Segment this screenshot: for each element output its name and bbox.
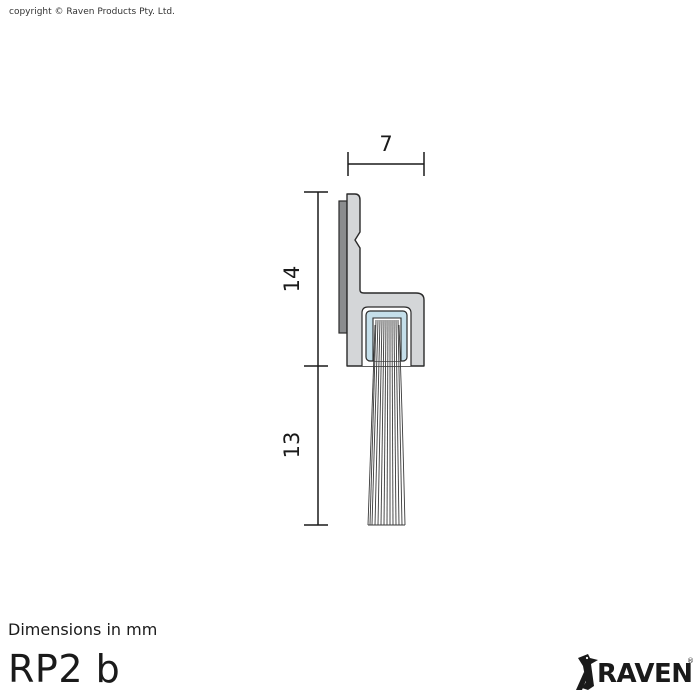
dimensions-caption: Dimensions in mm xyxy=(8,620,158,639)
brand-wordmark: RAVEN xyxy=(597,659,693,689)
holder-height-label: 14 xyxy=(280,266,304,293)
seal-strip xyxy=(338,200,348,334)
registered-mark: ® xyxy=(687,657,694,665)
copyright-notice: copyright © Raven Products Pty. Ltd. xyxy=(9,7,175,17)
height-dimensions: 14 13 xyxy=(280,191,328,526)
width-dimension: 7 xyxy=(347,132,425,176)
raven-logo-icon xyxy=(576,654,598,690)
brush-filaments xyxy=(367,319,406,526)
width-label: 7 xyxy=(379,132,392,156)
brush-height-label: 13 xyxy=(280,432,304,459)
product-code: RP2 b xyxy=(8,647,121,691)
